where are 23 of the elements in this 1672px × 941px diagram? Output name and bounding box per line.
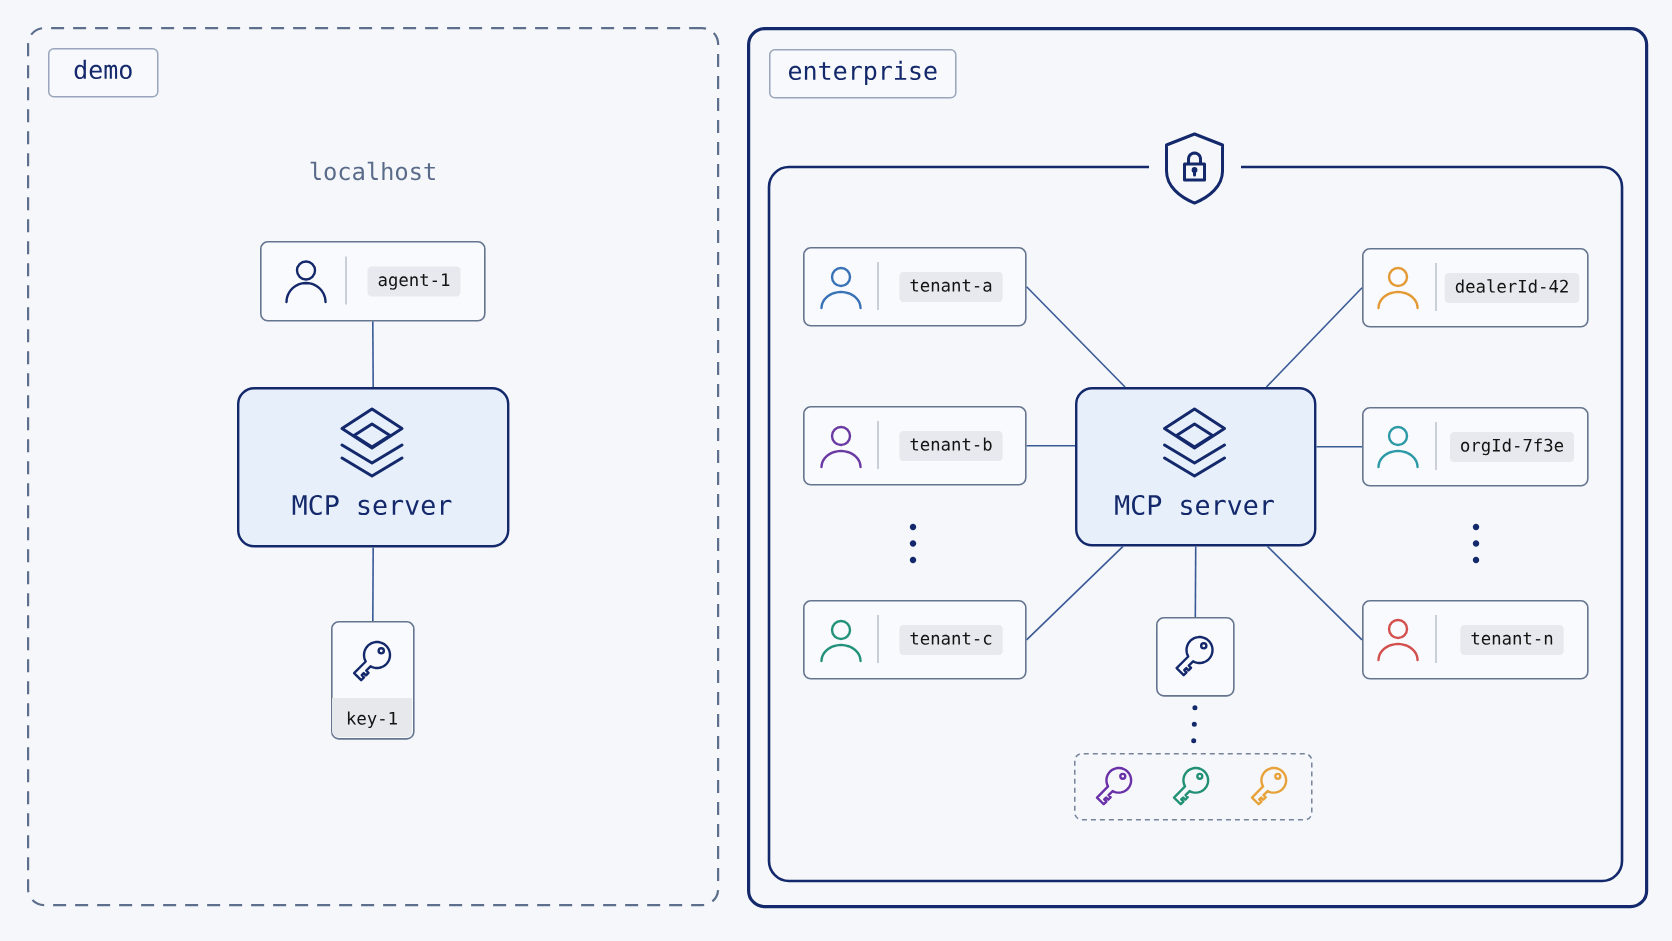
- connector-line: [1266, 545, 1363, 641]
- id-card: agent-1: [260, 241, 486, 322]
- connector-line: [1265, 287, 1363, 388]
- id-card: dealerId-42: [1362, 248, 1589, 328]
- name-tag: enterprise: [769, 49, 957, 99]
- name-tag: demo: [48, 48, 159, 98]
- connector-line: [372, 320, 374, 388]
- connector-line: [1025, 545, 1124, 641]
- key-card: key-1: [331, 621, 415, 740]
- connector-line: [1025, 286, 1126, 388]
- server-box: MCP server: [1075, 387, 1317, 547]
- connector-line: [1194, 545, 1197, 618]
- id-card: tenant-b: [803, 406, 1027, 486]
- dotted-line: [1191, 705, 1198, 745]
- id-card: tenant-a: [803, 247, 1027, 327]
- server-box: MCP server: [237, 387, 510, 548]
- connector-line: [1315, 446, 1363, 448]
- id-card: tenant-c: [803, 600, 1027, 680]
- host-label: localhost: [310, 161, 435, 181]
- connector-line: [372, 546, 374, 622]
- connector-line: [1025, 445, 1076, 447]
- id-card: orgId-7f3e: [1362, 407, 1589, 487]
- id-card: tenant-n: [1362, 600, 1589, 680]
